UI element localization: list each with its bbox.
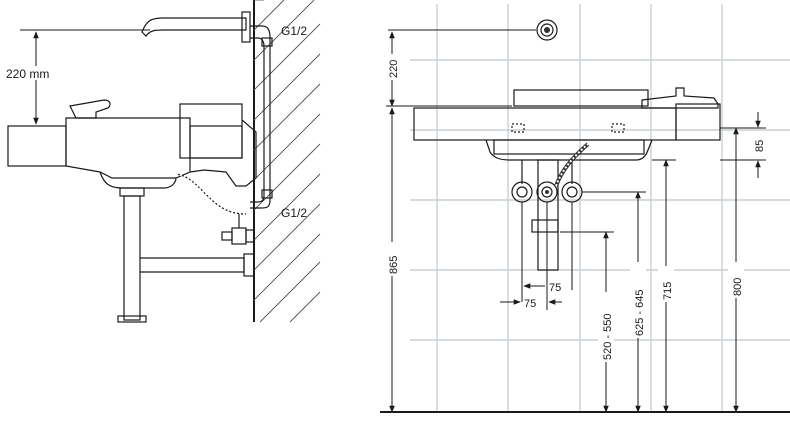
tile-grid bbox=[410, 4, 790, 412]
angle-valve bbox=[221, 214, 255, 245]
dim-75-a-label: 75 bbox=[549, 282, 561, 294]
dim-865-label: 865 bbox=[388, 256, 400, 274]
dim-800: 800 bbox=[720, 127, 766, 413]
basin-body bbox=[7, 99, 257, 189]
connection-bottom-label: G1/2 bbox=[281, 206, 307, 220]
spout-outlet bbox=[388, 19, 558, 41]
dim-220mm: 220 mm bbox=[2, 29, 150, 125]
supply-pipe bbox=[250, 25, 273, 209]
front-view: 220 bbox=[380, 4, 790, 413]
connection-top-label: G1/2 bbox=[281, 24, 307, 38]
dim-75-b-label: 75 bbox=[524, 298, 536, 310]
drain-trap bbox=[117, 187, 255, 323]
dim-625-645: 625 - 645 bbox=[582, 191, 646, 413]
side-view: 220 mm G1/2 G1/2 bbox=[2, 0, 321, 323]
dim-520-550-label: 520 - 550 bbox=[602, 314, 614, 360]
dim-85: 85 bbox=[720, 112, 766, 178]
dim-800-label: 800 bbox=[732, 278, 744, 296]
front-basin bbox=[413, 87, 721, 161]
dim-520-550: 520 - 550 bbox=[560, 231, 614, 413]
dim-625-645-label: 625 - 645 bbox=[634, 290, 646, 336]
height-label: 220 mm bbox=[6, 67, 49, 81]
dim-85-label: 85 bbox=[754, 140, 766, 152]
spout bbox=[141, 11, 251, 43]
dim-220: 220 bbox=[384, 31, 512, 107]
dim-75-pair: 75 75 bbox=[500, 202, 573, 310]
dim-865: 865 bbox=[384, 107, 400, 413]
dim-220-label: 220 bbox=[388, 60, 400, 78]
dim-715: 715 bbox=[652, 159, 676, 413]
front-valves bbox=[511, 142, 590, 271]
dim-715-label: 715 bbox=[662, 282, 674, 300]
